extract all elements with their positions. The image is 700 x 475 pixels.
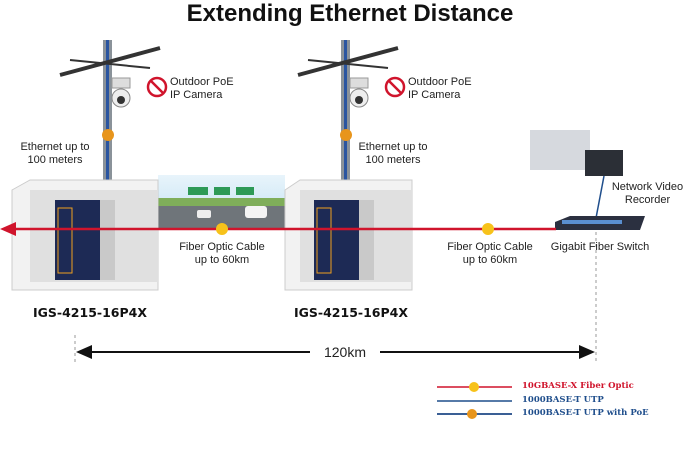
ip-camera-icon bbox=[111, 77, 131, 108]
gigabit-switch-label: Gigabit Fiber Switch bbox=[550, 241, 650, 253]
no-tamper-icon bbox=[384, 76, 406, 98]
cabinet-2 bbox=[284, 179, 413, 291]
legend-swatches bbox=[437, 382, 512, 419]
legend-fiber: 10GBASE-X Fiber Optic bbox=[522, 381, 634, 391]
distance-label: 120km bbox=[310, 345, 380, 359]
industrial-switch-icon bbox=[55, 200, 100, 280]
legend-utp-poe: 1000BASE-T UTP with PoE bbox=[522, 408, 649, 418]
network-video-recorder-icon bbox=[530, 130, 623, 176]
switch-model-label: IGS-4215-16P4X bbox=[294, 305, 408, 320]
highway-scene bbox=[158, 175, 285, 230]
utility-pole-1 bbox=[59, 40, 161, 180]
no-tamper-icon bbox=[146, 76, 168, 98]
ip-camera-icon bbox=[349, 77, 369, 108]
arrow-left-icon bbox=[0, 222, 16, 236]
poe-badge-icon bbox=[340, 129, 352, 141]
industrial-switch-icon bbox=[314, 200, 359, 280]
poe-badge-icon bbox=[102, 129, 114, 141]
utility-pole-2 bbox=[297, 40, 399, 180]
10g-badge-icon bbox=[482, 223, 494, 235]
page-title: Extending Ethernet Distance bbox=[186, 0, 514, 27]
cabinet-1 bbox=[11, 179, 159, 291]
gigabit-fiber-switch-icon bbox=[555, 216, 645, 230]
legend-utp: 1000BASE-T UTP bbox=[522, 395, 604, 405]
10g-badge-icon bbox=[216, 223, 228, 235]
switch-model-label: IGS-4215-16P4X bbox=[33, 305, 147, 320]
